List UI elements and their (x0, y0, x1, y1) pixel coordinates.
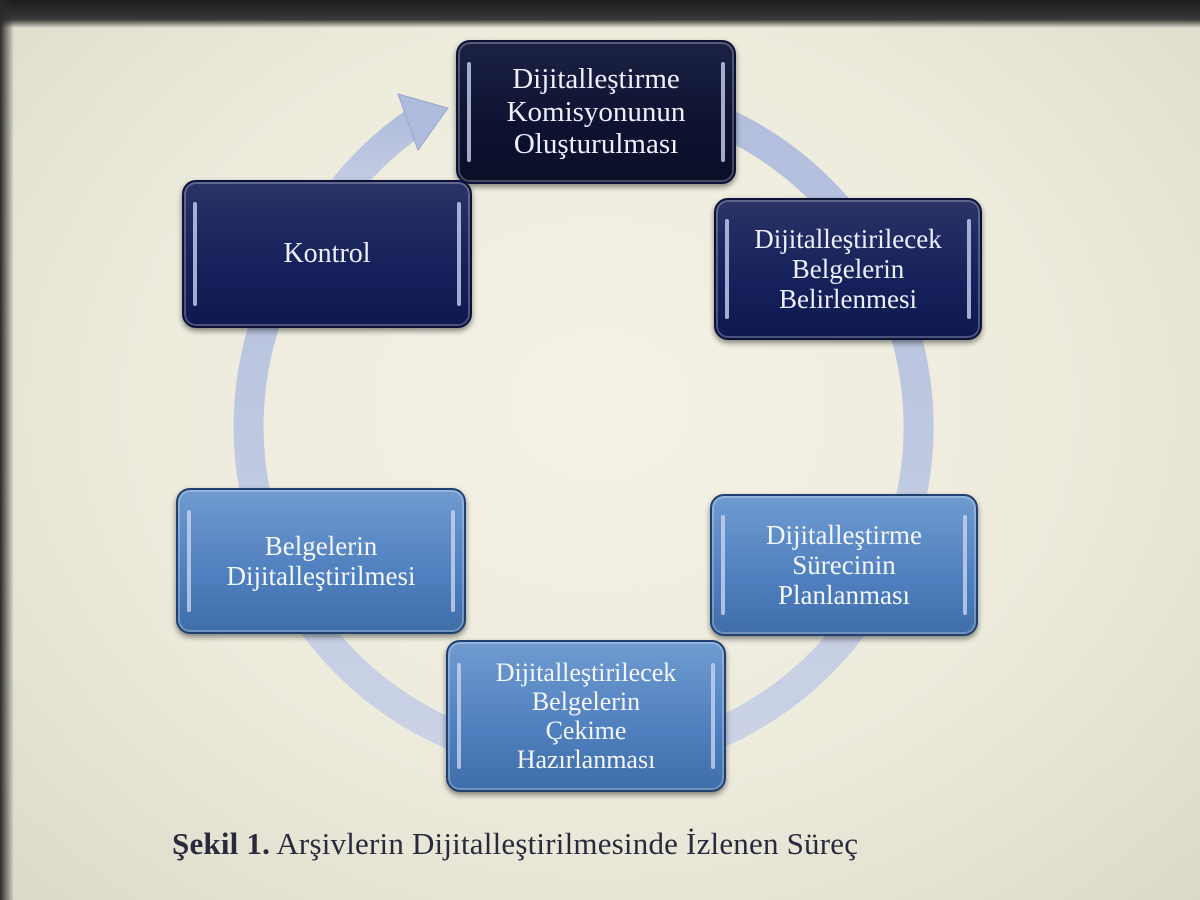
monitor-bezel-left (0, 0, 14, 900)
step-3-line: Planlanması (778, 580, 910, 611)
step-6-line: Kontrol (283, 238, 371, 270)
monitor-bezel-top (0, 0, 1200, 28)
step-4-line: Çekime (545, 716, 627, 745)
step-4-line: Hazırlanması (516, 745, 656, 775)
figure-caption: Şekil 1. Arşivlerin Dijitalleştirilmesin… (172, 826, 1032, 862)
cycle-arrow-head (397, 93, 449, 152)
step-5-line: Belgelerin (264, 530, 378, 561)
caption-label: Şekil 1. (172, 826, 271, 861)
step-4-line: Belgelerin (531, 686, 641, 716)
step-text-6: Kontrol (261, 238, 392, 269)
step-1-line: Oluşturulması (513, 128, 679, 161)
step-1-line: Komisyonunun (506, 95, 686, 128)
step-5-line: Dijitalleştirilmesi (226, 561, 416, 591)
caption-text: Arşivlerin Dijitalleştirilmesinde İzlene… (276, 826, 859, 861)
step-3-line: Sürecinin (792, 549, 896, 580)
step-2-line: Belirlenmesi (779, 284, 917, 315)
step-3-line: Dijitalleştirme (766, 519, 922, 550)
step-box-6: Kontrol (182, 180, 472, 328)
step-1-line: Dijitalleştirme (512, 63, 680, 96)
step-4-line: Dijitalleştirilecek (495, 657, 677, 687)
step-2-line: Dijitalleştirilecek (754, 223, 942, 254)
step-2-line: Belgelerin (791, 253, 905, 284)
